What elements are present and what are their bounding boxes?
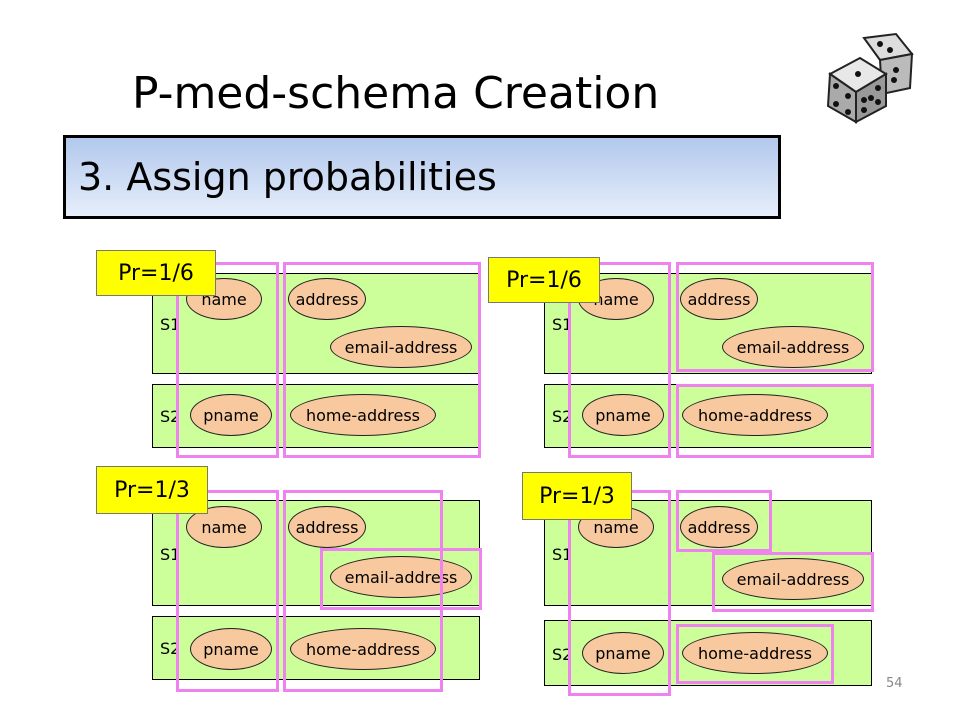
attr-email-address: email-address (722, 326, 864, 368)
attr-name: name (578, 506, 654, 548)
attr-address: address (680, 506, 758, 548)
attr-pname: pname (582, 632, 664, 674)
attr-home-address: home-address (682, 394, 828, 436)
attr-email-address: email-address (330, 326, 472, 368)
attr-pname: pname (582, 394, 664, 436)
source-s1-label: S1 (160, 545, 181, 564)
source-s1-label: S1 (552, 315, 573, 334)
dice-icon (820, 30, 916, 126)
mediated-attribute-group (676, 262, 874, 372)
mediated-attribute-group (283, 490, 443, 692)
attr-home-address: home-address (290, 394, 436, 436)
attr-address: address (288, 278, 366, 320)
mediated-attribute-group (676, 624, 834, 684)
source-s1-label: S1 (552, 545, 573, 564)
mediated-attribute-group (283, 262, 481, 458)
source-s2-label: S2 (160, 407, 181, 426)
mediated-attribute-group (176, 490, 279, 692)
source-s1-label: S1 (160, 315, 181, 334)
mediated-attribute-group (676, 490, 772, 552)
source-s2-label: S2 (160, 639, 181, 658)
slide-title: P-med-schema Creation (132, 68, 660, 119)
source-s2-label: S2 (552, 407, 573, 426)
mediated-attribute-group (176, 262, 279, 458)
attr-email-address: email-address (722, 558, 864, 600)
step-banner-text: 3. Assign probabilities (78, 155, 497, 199)
mediated-attribute-group (712, 552, 874, 612)
attr-email-address: email-address (330, 556, 472, 598)
mediated-attribute-group (320, 548, 482, 610)
probability-label: Pr=1/3 (96, 466, 208, 514)
mediated-attribute-group (568, 262, 671, 458)
probability-label: Pr=1/6 (488, 257, 600, 303)
mediated-attribute-group (676, 384, 874, 458)
attr-home-address: home-address (682, 632, 828, 674)
attr-address: address (680, 278, 758, 320)
attr-pname: pname (190, 628, 272, 670)
attr-address: address (288, 506, 366, 548)
probability-label: Pr=1/6 (96, 250, 216, 296)
source-s2-label: S2 (552, 645, 573, 664)
probability-label: Pr=1/3 (522, 472, 632, 520)
step-banner: 3. Assign probabilities (63, 135, 781, 219)
attr-home-address: home-address (290, 628, 436, 670)
attr-pname: pname (190, 394, 272, 436)
mediated-attribute-group (568, 490, 671, 696)
page-number: 54 (886, 676, 903, 691)
